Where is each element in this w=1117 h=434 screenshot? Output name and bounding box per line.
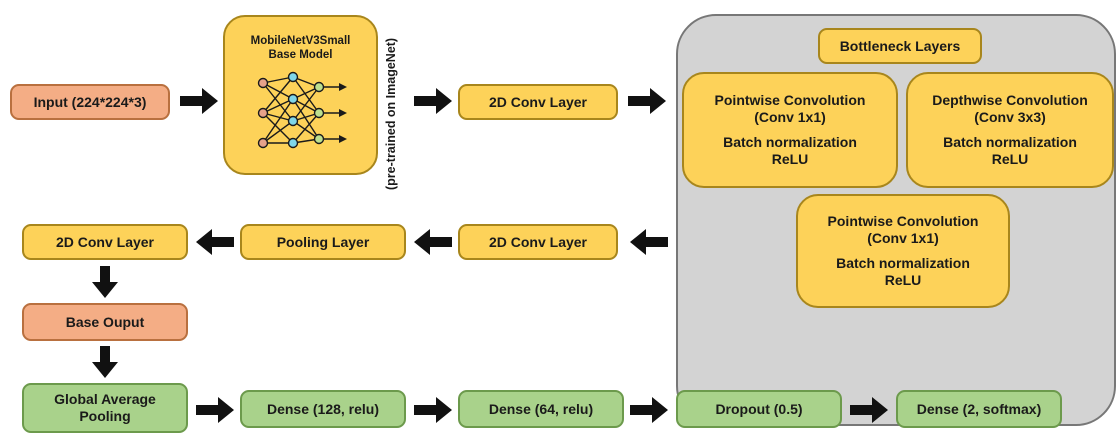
dw-kernel: (Conv 3x3) (974, 109, 1046, 126)
conv2d-left-label: 2D Conv Layer (55, 233, 155, 250)
dense-64-label: Dense (64, relu) (488, 400, 594, 417)
depthwise-conv-node: Depthwise Convolution (Conv 3x3) Batch n… (906, 72, 1114, 188)
arrow-gap-to-dense1 (196, 397, 234, 423)
arrow-conv-to-output (92, 266, 118, 298)
pooling-node: Pooling Layer (240, 224, 406, 260)
input-node: Input (224*224*3) (10, 84, 170, 120)
gap-line2: Pooling (79, 408, 131, 424)
dense-64-node: Dense (64, relu) (458, 390, 624, 428)
dense-softmax-label: Dense (2, softmax) (916, 400, 1042, 417)
pw1-title: Pointwise Convolution (714, 92, 866, 109)
dense-128-node: Dense (128, relu) (240, 390, 406, 428)
gap-line1: Global Average (54, 391, 156, 408)
pw2-kernel: (Conv 1x1) (867, 230, 939, 247)
pw2-relu: ReLU (884, 271, 922, 288)
bottleneck-title: Bottleneck Layers (839, 37, 961, 54)
pw2-title: Pointwise Convolution (827, 213, 979, 230)
input-label: Input (224*224*3) (33, 93, 147, 110)
conv2d-left-node: 2D Conv Layer (22, 224, 188, 260)
pointwise-conv-1-node: Pointwise Convolution (Conv 1x1) Batch n… (682, 72, 898, 188)
conv2d-top-label: 2D Conv Layer (488, 93, 588, 110)
base-model-title: MobileNetV3Small (250, 35, 351, 47)
dense-128-label: Dense (128, relu) (266, 400, 380, 417)
dw-title: Depthwise Convolution (932, 92, 1088, 109)
arrow-conv-to-bottleneck (628, 88, 666, 114)
arrow-dense2-to-dropout (630, 397, 668, 423)
conv2d-mid-node: 2D Conv Layer (458, 224, 618, 260)
bottleneck-title-node: Bottleneck Layers (818, 28, 982, 64)
dense-softmax-node: Dense (2, softmax) (896, 390, 1062, 428)
conv2d-mid-label: 2D Conv Layer (488, 233, 588, 250)
pw2-batchnorm: Batch normalization (836, 255, 970, 271)
arrow-dense1-to-dense2 (414, 397, 452, 423)
dropout-node: Dropout (0.5) (676, 390, 842, 428)
arrow-bottleneck-to-conv (630, 229, 668, 255)
pw1-kernel: (Conv 1x1) (754, 109, 826, 126)
base-model-node: MobileNetV3Small Base Model (223, 15, 378, 175)
arrow-conv-to-pooling (414, 229, 452, 255)
arrow-pooling-to-conv (196, 229, 234, 255)
arrow-base-to-conv (414, 88, 452, 114)
neural-network-icon (257, 71, 347, 148)
pw1-batchnorm: Batch normalization (723, 134, 857, 150)
pointwise-conv-2-node: Pointwise Convolution (Conv 1x1) Batch n… (796, 194, 1010, 308)
arrow-dropout-to-dense3 (850, 397, 888, 423)
arrow-input-to-base (180, 88, 218, 114)
pw1-relu: ReLU (771, 150, 809, 167)
base-output-label: Base Ouput (65, 313, 145, 330)
global-average-pooling-node: Global Average Pooling (22, 383, 188, 433)
dropout-label: Dropout (0.5) (715, 400, 803, 417)
base-model-subtitle: Base Model (268, 48, 333, 61)
dw-batchnorm: Batch normalization (943, 134, 1077, 150)
conv2d-top-node: 2D Conv Layer (458, 84, 618, 120)
pooling-label: Pooling Layer (276, 233, 370, 250)
arrow-output-to-gap (92, 346, 118, 378)
base-output-node: Base Ouput (22, 303, 188, 341)
dw-relu: ReLU (991, 150, 1029, 167)
pretrained-note: (pre-trained on ImageNet) (384, 37, 398, 190)
